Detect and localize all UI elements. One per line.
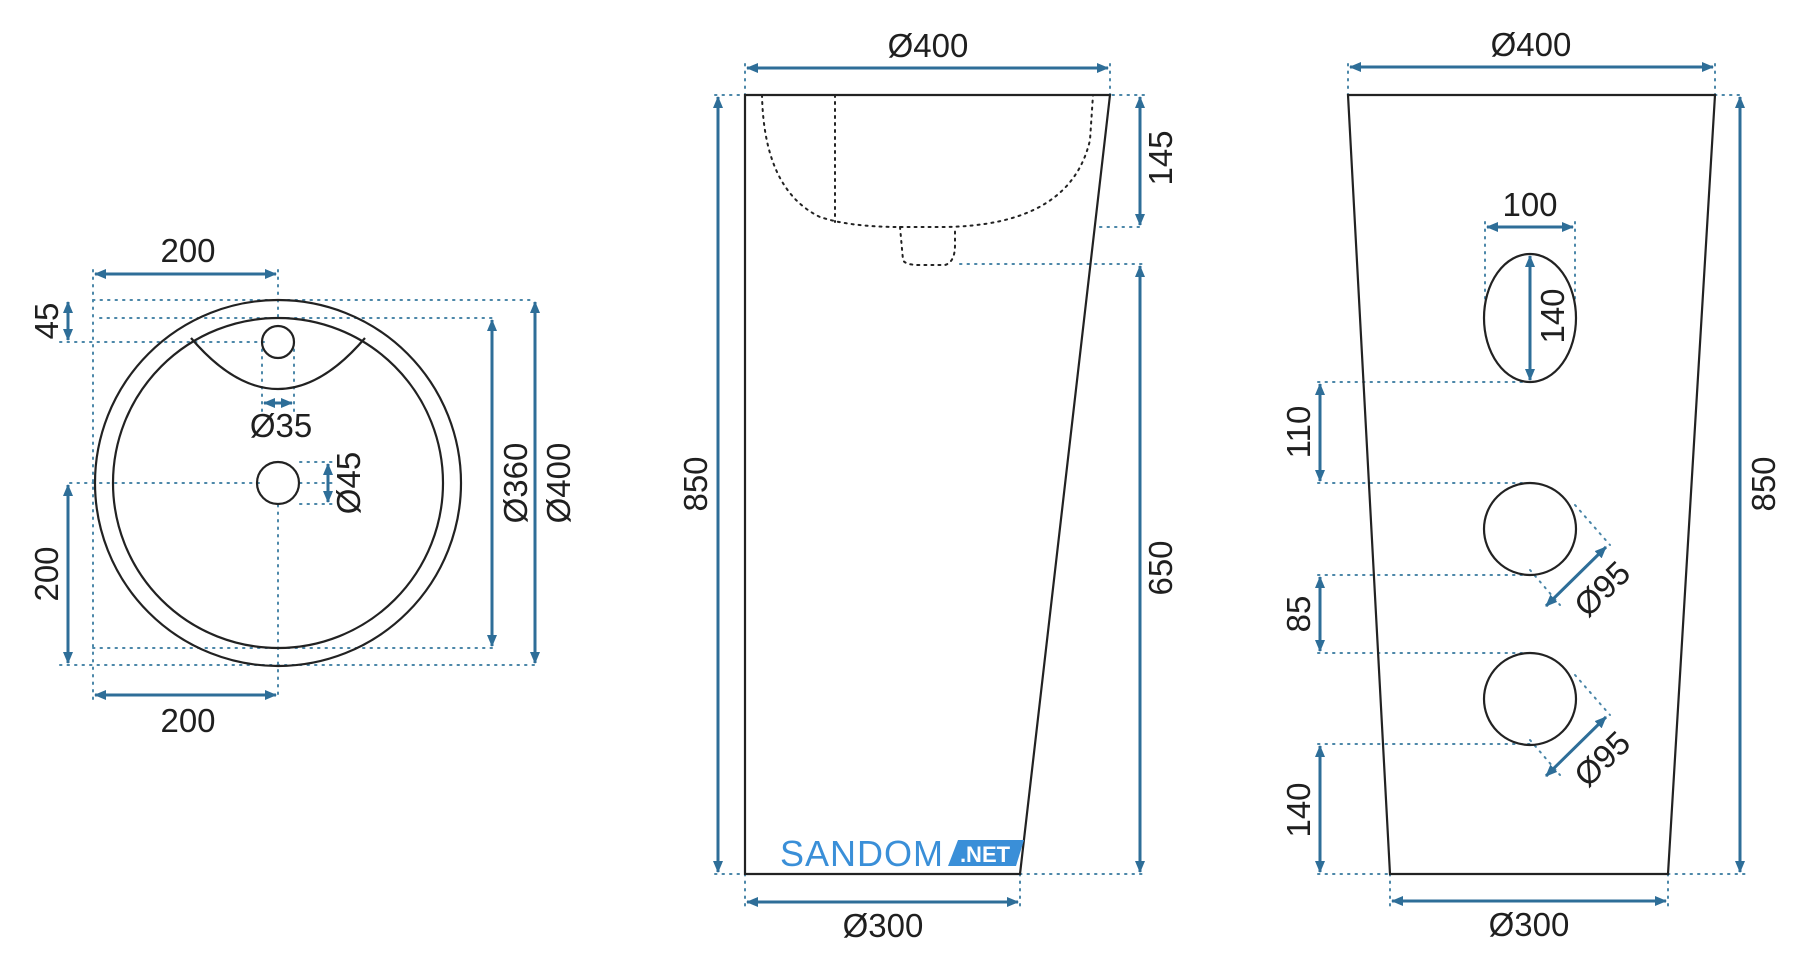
brand-watermark: SANDOM .NET: [780, 833, 1024, 874]
side-view-guides: [714, 63, 1146, 911]
label-bowl-depth: 145: [1142, 130, 1179, 185]
label-hole-upper: Ø95: [1567, 554, 1638, 624]
label-side-top: Ø400: [888, 27, 969, 64]
tap-deck: [190, 337, 366, 391]
label-gap-bottom: 140: [1280, 782, 1317, 837]
label-height-left: 200: [28, 546, 65, 601]
brand-name: SANDOM: [780, 833, 944, 874]
drain-hole: [255, 460, 301, 506]
top-view-guides: [59, 269, 536, 701]
label-hole-diameter: Ø35: [250, 407, 312, 444]
dim-arrow-hole-lower: [1544, 715, 1608, 778]
label-back-height: 850: [1745, 456, 1782, 511]
bowl-hidden-outline: [761, 94, 1094, 228]
label-width-bottom: 200: [160, 702, 215, 739]
label-pedestal-height: 650: [1142, 540, 1179, 595]
label-offset: 45: [28, 303, 65, 340]
hole-lower: [1482, 651, 1578, 747]
tap-hole: [260, 324, 296, 360]
side-view: Ø400 Ø300 850 145 650 SANDOM .NET: [677, 27, 1179, 944]
label-back-top: Ø400: [1491, 26, 1572, 63]
back-view-guides: [1317, 63, 1746, 911]
label-inner-diameter: Ø360: [497, 443, 534, 524]
inner-basin-circle: [111, 316, 445, 650]
back-view: Ø400 Ø300 850 100 140 110 85 140 Ø95 Ø95: [1280, 26, 1782, 943]
back-profile: [1346, 93, 1717, 876]
label-oval-width: 100: [1502, 186, 1557, 223]
drain-hidden-outline: [899, 226, 956, 266]
label-side-height: 850: [677, 456, 714, 511]
brand-tag-background: [948, 840, 1024, 866]
label-side-bottom: Ø300: [843, 907, 924, 944]
side-profile: [743, 93, 1112, 876]
label-width-top: 200: [160, 232, 215, 269]
label-hole-lower: Ø95: [1567, 724, 1638, 794]
dim-arrow-hole-upper: [1544, 545, 1608, 608]
label-back-bottom: Ø300: [1489, 906, 1570, 943]
brand-tag: .NET: [960, 842, 1011, 867]
label-outer-diameter: Ø400: [540, 443, 577, 524]
top-view: 200 200 45 200 Ø35 Ø45 Ø360 Ø400: [28, 232, 577, 739]
outer-rim-circle: [93, 298, 463, 668]
label-oval-height: 140: [1534, 288, 1571, 343]
oval-opening: [1482, 252, 1578, 384]
label-drain-diameter: Ø45: [330, 452, 367, 514]
label-gap-middle: 85: [1280, 596, 1317, 633]
label-gap-upper: 110: [1280, 406, 1317, 459]
hole-upper: [1482, 481, 1578, 577]
